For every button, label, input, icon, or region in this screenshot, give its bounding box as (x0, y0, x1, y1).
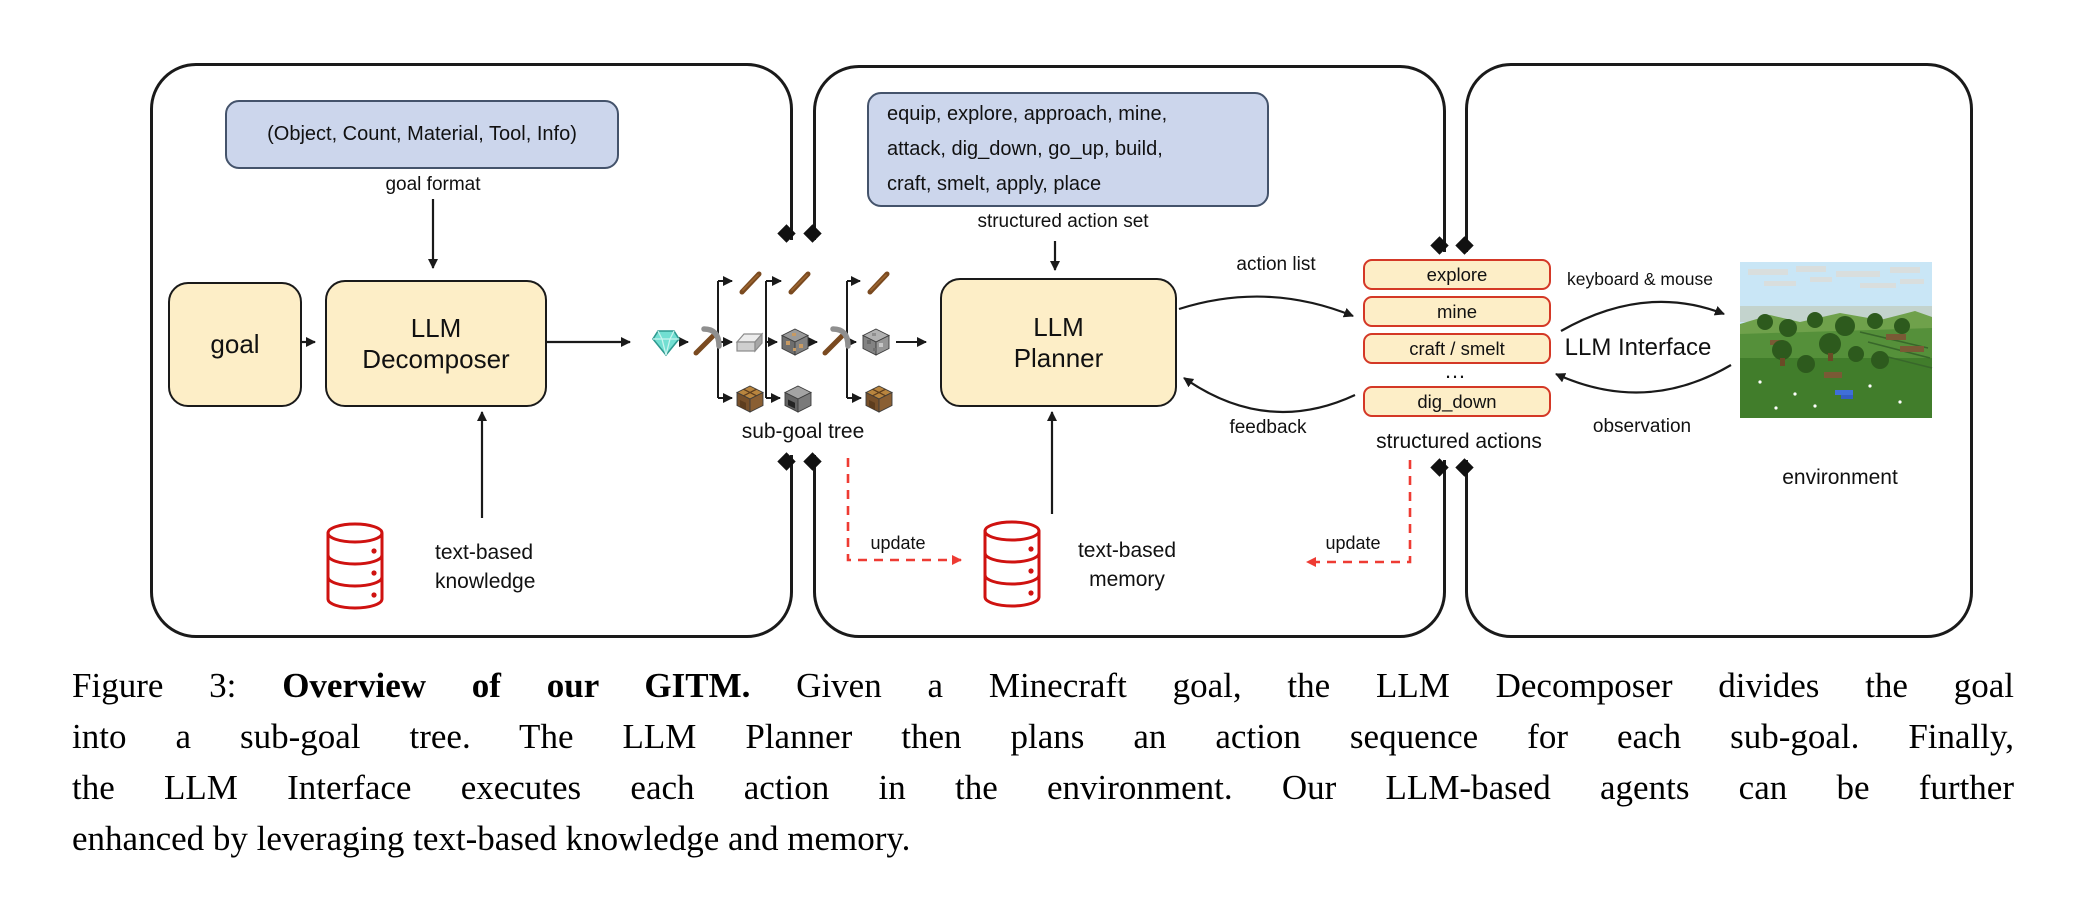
action-item-dig-down: dig_down (1363, 386, 1551, 417)
action-item-mine: mine (1363, 296, 1551, 327)
action-list-label: action list (1236, 254, 1316, 275)
update-left-label: update (870, 533, 926, 553)
stick-icon (870, 274, 887, 292)
knowledge-database-icon (326, 522, 384, 610)
llm-planner-line2: Planner (1013, 342, 1104, 373)
knowledge-label: text-based knowledge (435, 541, 536, 593)
action-item-craft-smelt: craft / smelt (1363, 333, 1551, 364)
structured-action-set-box: equip, explore, approach, mine, attack, … (867, 92, 1269, 207)
caption-line-3: the LLM Interface executes each action i… (72, 768, 2014, 807)
cobblestone-icon (862, 328, 890, 356)
iron-ore-icon (781, 328, 809, 356)
figure-caption: Figure 3: Overview of our GITM. Given a … (72, 660, 2014, 864)
action-ellipsis: … (1444, 358, 1466, 383)
structured-action-set-label: structured action set (977, 211, 1149, 232)
iron-pickaxe-icon (696, 329, 719, 353)
caption-line-1: Figure 3: Overview of our GITM. Given a … (72, 666, 2014, 705)
structured-actions-label: structured actions (1376, 430, 1542, 453)
update-arrows (846, 458, 1412, 567)
caption-line-4: enhanced by leveraging text-based knowle… (72, 819, 911, 858)
stick-icon (791, 274, 808, 292)
goal-format-box: (Object, Count, Material, Tool, Info) (225, 100, 619, 169)
feedback-label: feedback (1229, 417, 1307, 438)
keyboard-mouse-label: keyboard & mouse (1567, 269, 1713, 289)
stone-pickaxe-icon (825, 329, 848, 353)
goal-box-text: goal (210, 329, 260, 359)
environment-image (1740, 262, 1933, 418)
goal-format-text: (Object, Count, Material, Tool, Info) (267, 123, 577, 145)
llm-decomposer-box: LLM Decomposer (325, 280, 547, 407)
llm-interface-label: LLM Interface (1564, 334, 1712, 361)
subgoal-tree-label: sub-goal tree (741, 420, 865, 443)
crafting-table-icon (865, 385, 893, 413)
update-right-label: update (1325, 533, 1381, 553)
observation-label: observation (1592, 416, 1692, 437)
memory-database-icon (983, 520, 1041, 608)
iron-ingot-icon (736, 333, 763, 352)
action-item-explore: explore (1363, 259, 1551, 290)
environment-label: environment (1782, 466, 1898, 489)
crafting-table-icon (736, 385, 764, 413)
llm-decomposer-line2: Decomposer (362, 343, 510, 374)
goal-box: goal (168, 282, 302, 407)
furnace-icon (784, 385, 812, 413)
memory-label: text-based memory (1077, 539, 1177, 591)
stick-icon (742, 274, 759, 292)
llm-planner-line1: LLM (1033, 311, 1084, 342)
llm-planner-box: LLM Planner (940, 278, 1177, 407)
caption-bold: Overview of our GITM. (282, 666, 751, 705)
llm-decomposer-line1: LLM (410, 312, 462, 343)
goal-format-label: goal format (385, 174, 481, 195)
caption-line-2: into a sub-goal tree. The LLM Planner th… (72, 717, 2014, 756)
diamond-gem-icon (652, 330, 680, 356)
